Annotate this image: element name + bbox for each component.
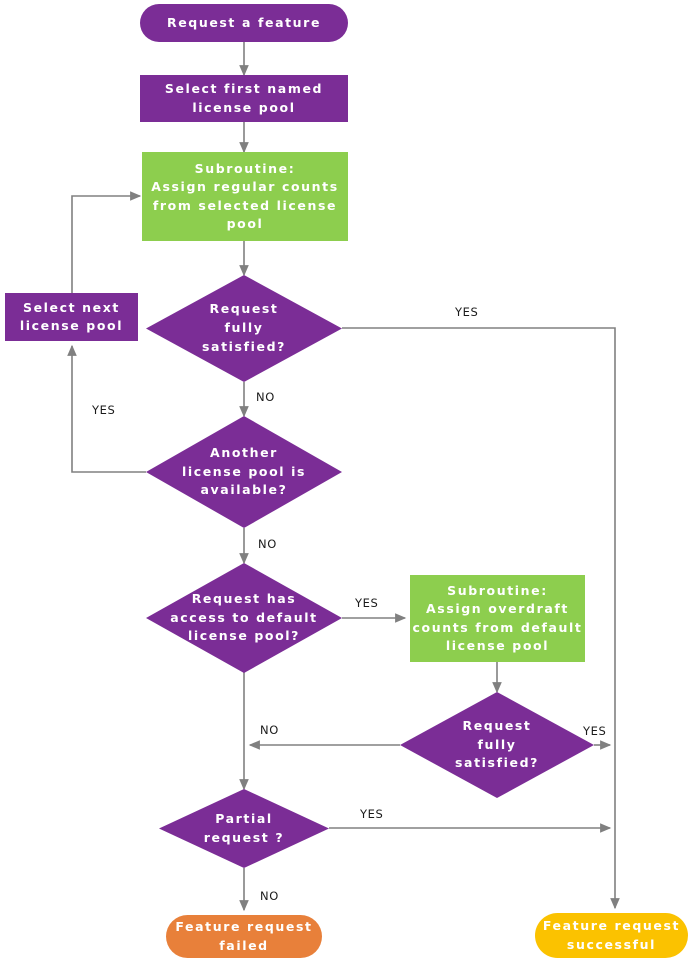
edge-select-next-to-sub-regular xyxy=(71,191,142,293)
edge-label-another-pool-yes: YES xyxy=(92,403,116,417)
node-partial-request-label: Partial request ? xyxy=(203,810,285,845)
edge-label-default-access-yes: YES xyxy=(355,596,379,610)
node-select-next-license-pool-label: Select next license pool xyxy=(19,299,124,333)
node-another-license-pool-available[interactable]: Another license pool is available? xyxy=(146,416,342,528)
node-start-label: Request a feature xyxy=(166,14,322,30)
node-another-license-pool-available-label: Another license pool is available? xyxy=(181,444,307,498)
edge-label-satisfied1-no: NO xyxy=(256,390,275,404)
node-feature-request-successful[interactable]: Feature request successful xyxy=(535,913,688,958)
edge-label-satisfied2-yes: YES xyxy=(583,724,607,738)
node-subroutine-assign-regular-counts-label: Subroutine: Assign regular counts from s… xyxy=(151,161,339,231)
node-start[interactable]: Request a feature xyxy=(140,4,348,42)
edge-label-partial-no: NO xyxy=(260,889,279,903)
edge-another-pool-yes-to-select-next xyxy=(67,344,146,473)
node-select-first-named-pool-label: Select first named license pool xyxy=(164,81,324,115)
node-subroutine-assign-regular-counts[interactable]: Subroutine: Assign regular counts from s… xyxy=(142,152,348,241)
node-request-fully-satisfied-2-label: Request fully satisfied? xyxy=(455,717,539,771)
node-feature-request-successful-label: Feature request successful xyxy=(542,918,681,952)
node-request-has-access-to-default-pool[interactable]: Request has access to default license po… xyxy=(146,563,342,673)
edge-label-satisfied1-yes: YES xyxy=(455,305,479,319)
node-select-next-license-pool[interactable]: Select next license pool xyxy=(5,293,138,341)
node-feature-request-failed-label: Feature request failed xyxy=(175,919,313,953)
edge-label-partial-yes: YES xyxy=(360,807,384,821)
node-select-first-named-pool[interactable]: Select first named license pool xyxy=(140,75,348,122)
node-partial-request[interactable]: Partial request ? xyxy=(159,789,329,868)
node-request-fully-satisfied-1-label: Request fully satisfied? xyxy=(202,301,286,354)
node-subroutine-assign-overdraft-counts[interactable]: Subroutine: Assign overdraft counts from… xyxy=(410,575,585,662)
edge-label-another-pool-no: NO xyxy=(258,537,277,551)
node-request-has-access-to-default-pool-label: Request has access to default license po… xyxy=(170,590,318,644)
edge-label-default-access-no: NO xyxy=(260,723,279,737)
node-request-fully-satisfied-2[interactable]: Request fully satisfied? xyxy=(400,692,594,798)
node-subroutine-assign-overdraft-counts-label: Subroutine: Assign overdraft counts from… xyxy=(412,583,583,653)
edge-satisfied1-yes-to-successful xyxy=(342,327,620,910)
node-request-fully-satisfied-1[interactable]: Request fully satisfied? xyxy=(146,275,342,382)
node-feature-request-failed[interactable]: Feature request failed xyxy=(166,915,322,958)
